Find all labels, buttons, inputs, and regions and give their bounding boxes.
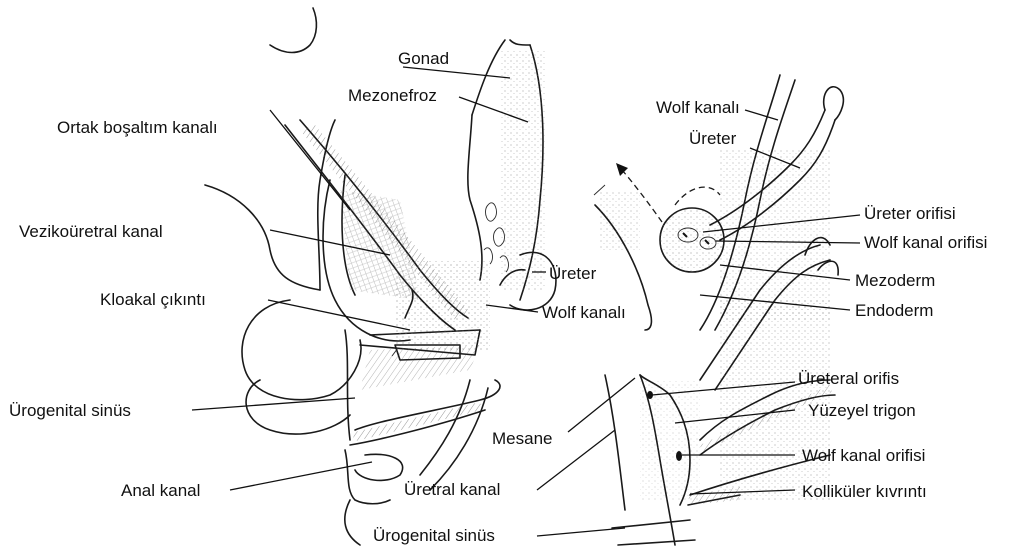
- label-wolf-kanal-orifisi-top: Wolf kanal orifisi: [864, 233, 987, 252]
- label-wolf-kanal-orifisi-bottom: Wolf kanal orifisi: [802, 446, 925, 465]
- label-urogenital-sinus-bottom: Ürogenital sinüs: [373, 526, 495, 545]
- label-ureter-right: Üreter: [689, 129, 737, 148]
- label-gonad: Gonad: [398, 49, 449, 68]
- label-mezoderm: Mezoderm: [855, 271, 935, 290]
- label-anal-kanal: Anal kanal: [121, 481, 200, 500]
- label-kloakal-cikinti: Kloakal çıkıntı: [100, 290, 206, 309]
- label-ureter-orifisi: Üreter orifisi: [864, 204, 956, 223]
- label-wolf-kanali-left: Wolf kanalı: [542, 303, 626, 322]
- label-wolf-kanali-right: Wolf kanalı: [656, 98, 740, 117]
- label-vezikouretral-kanal: Vezikoüretral kanal: [19, 222, 163, 241]
- label-urogenital-sinus-left: Ürogenital sinüs: [9, 401, 131, 420]
- label-ureter-left: Üreter: [549, 264, 597, 283]
- labels: Gonad Mezonefroz Ortak boşaltım kanalı V…: [9, 49, 987, 545]
- label-ortak-bosaltim-kanali: Ortak boşaltım kanalı: [57, 118, 218, 137]
- label-kollikuler-kivrinti: Kolliküler kıvrıntı: [802, 482, 927, 501]
- label-yuzeyel-trigon: Yüzeyel trigon: [808, 401, 916, 420]
- label-mezonefroz: Mezonefroz: [348, 86, 437, 105]
- label-endoderm: Endoderm: [855, 301, 933, 320]
- label-mesane: Mesane: [492, 429, 552, 448]
- label-ureteral-orifis: Üreteral orifis: [798, 369, 899, 388]
- label-uretral-kanal: Üretral kanal: [404, 480, 500, 499]
